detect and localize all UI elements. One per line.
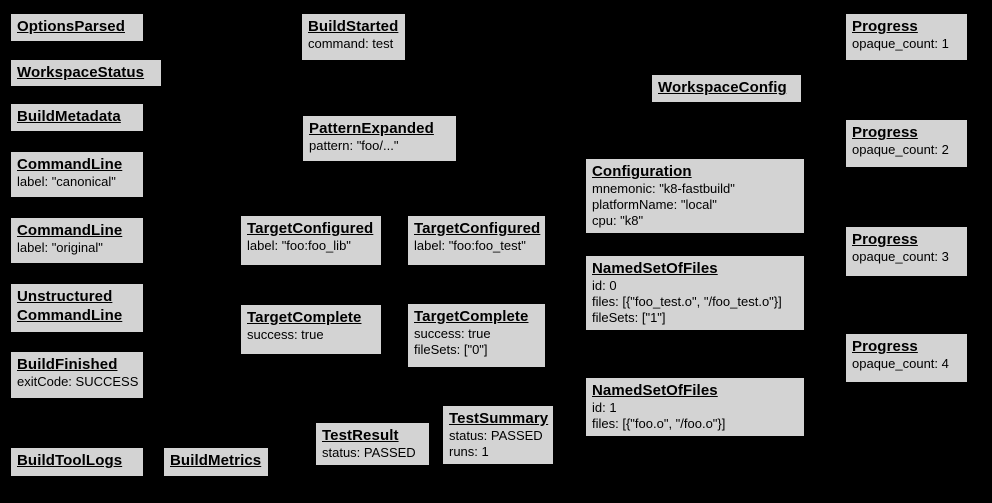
node-target-complete: TargetComplete success: true [240,304,382,355]
node-progress: Progress opaque_count: 1 [845,13,968,61]
node-progress: Progress opaque_count: 4 [845,333,968,383]
event-node-title: BuildToolLogs [17,452,123,469]
node-progress: Progress opaque_count: 2 [845,119,968,168]
event-node-field: label: "foo:foo_lib" [247,238,351,253]
event-node-title: WorkspaceConfig [658,79,787,96]
event-node-title: BuildFinished [17,356,118,373]
event-node-title: TargetComplete [414,308,529,325]
node-build-finished: BuildFinished exitCode: SUCCESS [10,351,144,399]
event-node-field: success: true [247,327,324,342]
event-node-field: status: PASSED [322,445,416,460]
event-node-title: PatternExpanded [309,120,434,137]
node-build-tool-logs: BuildToolLogs [10,447,144,477]
node-build-metrics: BuildMetrics [163,447,269,477]
node-command-line: CommandLine label: "canonical" [10,151,144,198]
node-workspace-status: WorkspaceStatus [10,59,162,87]
event-node-title: TestResult [322,427,399,444]
event-node-field: opaque_count: 4 [852,356,949,371]
node-pattern-expanded: PatternExpanded pattern: "foo/..." [302,115,457,162]
event-node-title: CommandLine [17,222,123,239]
event-node-field: label: "foo:foo_test" [414,238,526,253]
event-node-title: Progress [852,231,918,248]
event-node-title: TargetConfigured [414,220,541,237]
event-node-title: BuildMetadata [17,108,121,125]
node-build-started: BuildStarted command: test [301,13,406,61]
node-unstructured-command-line: Unstructured CommandLine [10,283,144,333]
event-node-title: Configuration [592,163,692,180]
event-node-title: OptionsParsed [17,18,125,35]
event-node-field: files: [{"foo_test.o", "/foo_test.o"}] [592,294,782,309]
event-node-title: CommandLine [17,156,123,173]
node-command-line: CommandLine label: "original" [10,217,144,264]
event-node-field: fileSets: ["0"] [414,342,488,357]
event-node-title: Unstructured CommandLine [17,288,123,324]
event-node-title: TargetComplete [247,309,362,326]
event-node-field: exitCode: SUCCESS [17,374,139,389]
event-node-field: opaque_count: 2 [852,142,949,157]
event-node-title: NamedSetOfFiles [592,382,718,399]
event-node-field: cpu: "k8" [592,213,644,228]
event-node-field: success: true [414,326,491,341]
node-target-configured: TargetConfigured label: "foo:foo_test" [407,215,546,266]
node-target-configured: TargetConfigured label: "foo:foo_lib" [240,215,382,266]
event-node-field: label: "original" [17,240,103,255]
event-node-title: TestSummary [449,410,549,427]
event-node-field: platformName: "local" [592,197,717,212]
event-node-field: opaque_count: 3 [852,249,949,264]
event-node-title: Progress [852,338,918,355]
event-node-field: opaque_count: 1 [852,36,949,51]
event-node-field: id: 1 [592,400,617,415]
event-node-field: files: [{"foo.o", "/foo.o"}] [592,416,726,431]
event-node-field: label: "canonical" [17,174,116,189]
event-node-field: runs: 1 [449,444,489,459]
event-node-title: Progress [852,18,918,35]
event-node-title: TargetConfigured [247,220,374,237]
event-node-field: id: 0 [592,278,617,293]
event-node-title: WorkspaceStatus [17,64,145,81]
event-node-field: command: test [308,36,394,51]
node-progress: Progress opaque_count: 3 [845,226,968,277]
node-build-metadata: BuildMetadata [10,103,144,132]
event-node-title: Progress [852,124,918,141]
event-node-title: BuildStarted [308,18,399,35]
node-workspace-config: WorkspaceConfig [651,74,802,103]
node-options-parsed: OptionsParsed [10,13,144,42]
event-node-title: NamedSetOfFiles [592,260,718,277]
event-node-field: mnemonic: "k8-fastbuild" [592,181,735,196]
event-node-field: fileSets: ["1"] [592,310,666,325]
node-configuration: Configuration mnemonic: "k8-fastbuild"pl… [585,158,805,234]
event-node-title: BuildMetrics [170,452,262,469]
event-node-field: status: PASSED [449,428,543,443]
node-test-result: TestResult status: PASSED [315,422,430,466]
event-node-field: pattern: "foo/..." [309,138,399,153]
